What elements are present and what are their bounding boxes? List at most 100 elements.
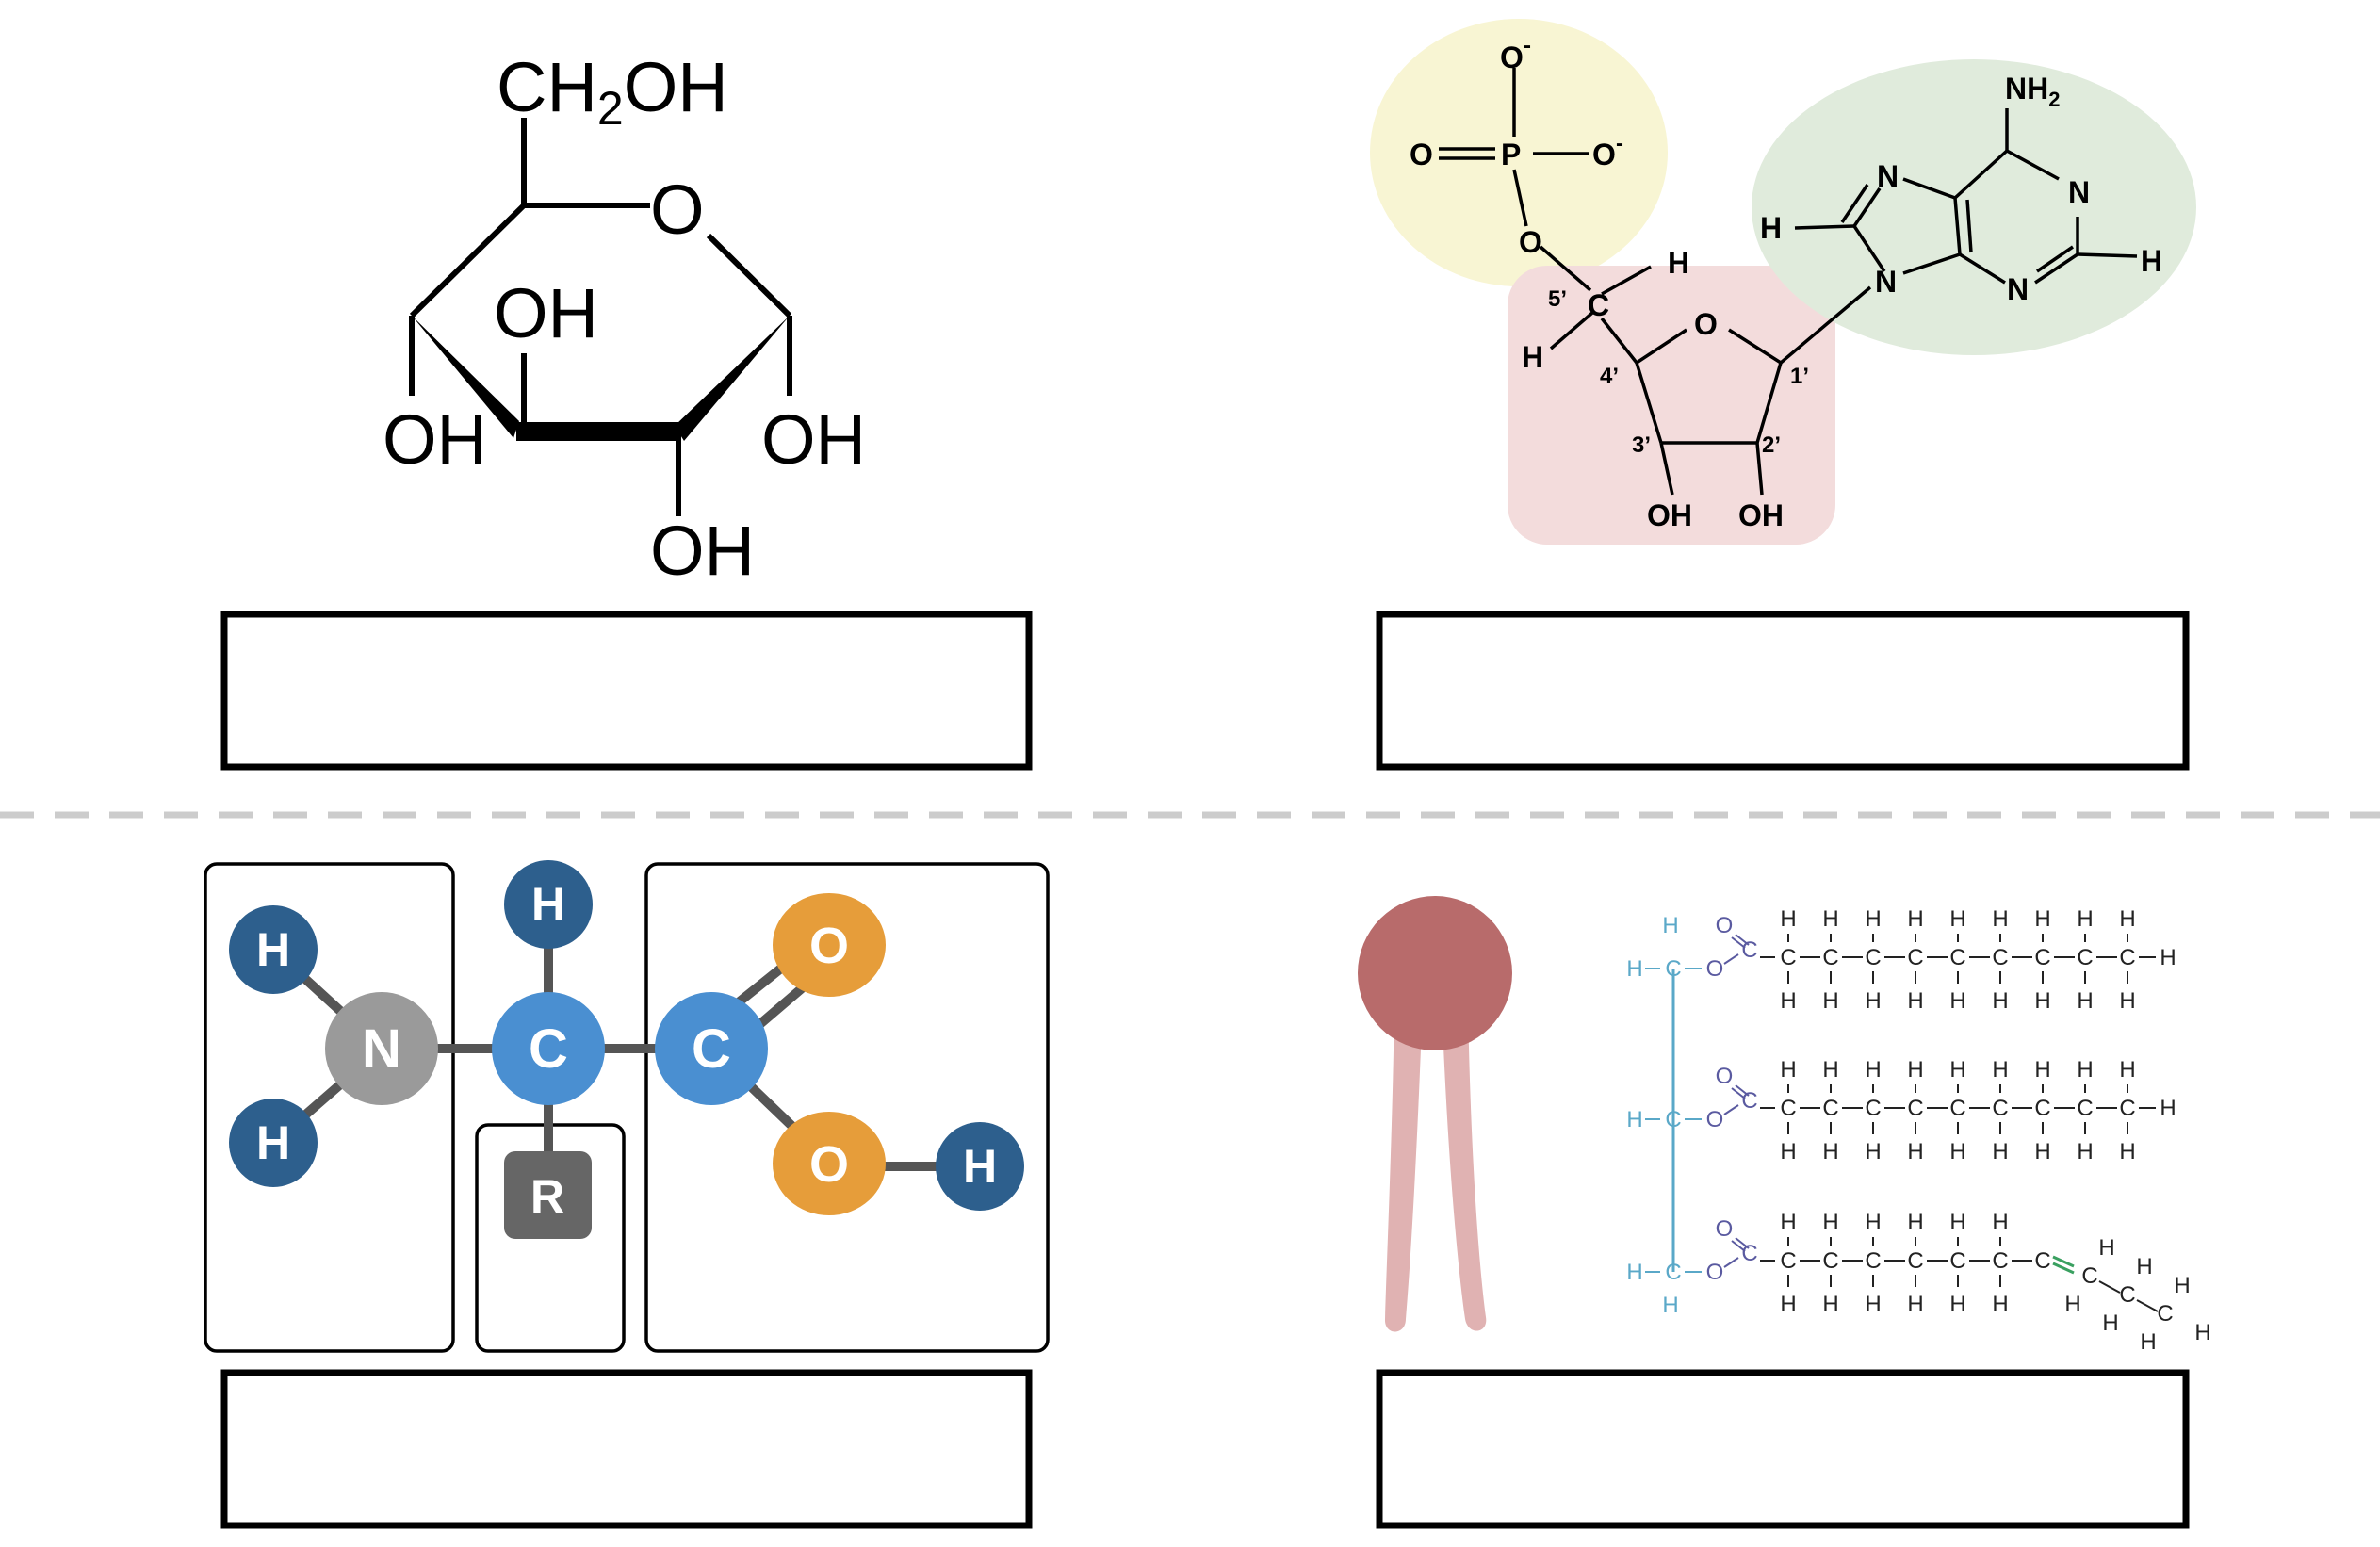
svg-text:5’: 5’ bbox=[1548, 286, 1567, 312]
fatty-acid-h: H bbox=[1865, 1057, 1881, 1083]
answer-box-nucleotide[interactable] bbox=[1376, 611, 2190, 771]
fatty-acid-h: H bbox=[1992, 906, 2008, 932]
fatty-acid-carbon: C bbox=[1907, 1096, 1923, 1121]
fatty-acid-h: H bbox=[1907, 1057, 1923, 1083]
svg-text:N: N bbox=[1875, 265, 1897, 299]
svg-text:H: H bbox=[963, 1140, 997, 1193]
svg-text:H: H bbox=[256, 923, 290, 976]
fatty-acid-h: H bbox=[1992, 1139, 2008, 1164]
bond bbox=[1723, 953, 1739, 965]
svg-text:1’: 1’ bbox=[1790, 364, 1809, 389]
fatty-acid-h: H bbox=[1822, 1139, 1838, 1164]
svg-text:H: H bbox=[531, 878, 565, 931]
phosphate-o-right: O bbox=[1592, 138, 1616, 171]
carbonyl-oxygen: O bbox=[1716, 1064, 1734, 1089]
fatty-acid-h: H bbox=[2034, 906, 2050, 932]
fatty-acid-h: H bbox=[2140, 1329, 2156, 1355]
answer-box-glucose[interactable] bbox=[220, 611, 1033, 771]
nucleotide-structure: O - O P O - O C 5’ H H O 4’ 1’ 3’ 2’ OH … bbox=[1370, 19, 2196, 545]
glycerol-carbon: C bbox=[1665, 1107, 1681, 1132]
ribose-ring-oxygen: O bbox=[1694, 307, 1718, 341]
glucose-ring-oxygen: O bbox=[650, 171, 705, 249]
glycerol-h-bottom: H bbox=[1662, 1293, 1678, 1318]
fatty-acid-carbon: C bbox=[2081, 1263, 2097, 1289]
fatty-acid-h: H bbox=[1865, 988, 1881, 1014]
fatty-acid-h: H bbox=[2034, 1139, 2050, 1164]
svg-text:N: N bbox=[2007, 272, 2029, 306]
fatty-acid-carbon: C bbox=[1780, 945, 1796, 970]
fatty-acid-h: H bbox=[1780, 1057, 1796, 1083]
fatty-acid-h: H bbox=[2119, 1139, 2135, 1164]
fatty-acid-h: H bbox=[2119, 1057, 2135, 1083]
phosphate-o-ester: O bbox=[1519, 225, 1542, 259]
fatty-acid-carbon: C bbox=[2119, 1096, 2135, 1121]
svg-text:C: C bbox=[529, 1018, 568, 1080]
fatty-acid-carbon: C bbox=[1865, 1096, 1881, 1121]
glycerol-h: H bbox=[1626, 1260, 1642, 1285]
svg-text:O: O bbox=[809, 918, 849, 974]
svg-text:3’: 3’ bbox=[1632, 432, 1651, 458]
fatty-acid-carbon: C bbox=[1992, 1248, 2008, 1274]
glycerol-h: H bbox=[1626, 1107, 1642, 1132]
bond bbox=[1735, 934, 1750, 946]
fatty-acid-carbon: C bbox=[2157, 1301, 2173, 1327]
fatty-acid-h: H bbox=[1949, 1210, 1965, 1235]
phosphate-highlight bbox=[1370, 19, 1668, 286]
phospholipid-icon bbox=[1358, 896, 1512, 1332]
glucose-oh-left: OH bbox=[383, 400, 487, 479]
carbonyl-oxygen: O bbox=[1716, 913, 1734, 938]
fatty-acid-h: H bbox=[1780, 988, 1796, 1014]
fatty-acid-carbon: C bbox=[1822, 1248, 1838, 1274]
fatty-acid-carbon: C bbox=[2119, 1282, 2135, 1308]
glycerol-h: H bbox=[1626, 956, 1642, 982]
fatty-acid-carbon: C bbox=[1992, 1096, 2008, 1121]
fatty-acid-carbon: C bbox=[1949, 1096, 1965, 1121]
answer-box-lipid[interactable] bbox=[1376, 1369, 2190, 1529]
fatty-acid-carbon: C bbox=[1992, 945, 2008, 970]
fatty-acid-h: H bbox=[1907, 906, 1923, 932]
svg-text:H: H bbox=[1760, 211, 1782, 245]
fatty-acid-h: H bbox=[1865, 1210, 1881, 1235]
base-highlight bbox=[1752, 59, 2196, 355]
oh-3-prime: OH bbox=[1647, 498, 1692, 532]
fatty-acid-h: H bbox=[1865, 906, 1881, 932]
atom-h-amine-bottom: H bbox=[229, 1099, 318, 1187]
svg-text:R: R bbox=[530, 1170, 564, 1223]
fatty-acid-h: H bbox=[2077, 1057, 2093, 1083]
fatty-acid-h: H bbox=[1822, 906, 1838, 932]
fatty-acid-h: H bbox=[1822, 1057, 1838, 1083]
phosphate-p: P bbox=[1501, 138, 1521, 171]
fatty-acid-h: H bbox=[2098, 1235, 2114, 1261]
fatty-acid-h: H bbox=[1780, 1139, 1796, 1164]
bond bbox=[1723, 1257, 1739, 1268]
atom-h-amine-top: H bbox=[229, 905, 318, 994]
bond bbox=[2136, 1299, 2159, 1312]
svg-text:H: H bbox=[2141, 244, 2162, 278]
amino-group-box bbox=[204, 862, 455, 1353]
carbonyl-carbon: C bbox=[1741, 937, 1757, 963]
fatty-acid-h: H bbox=[1907, 988, 1923, 1014]
glycerol-h-top: H bbox=[1662, 913, 1678, 938]
atom-c-carboxyl: C bbox=[655, 992, 768, 1105]
fatty-acid-h: H bbox=[1907, 1210, 1923, 1235]
bond bbox=[1731, 1240, 1746, 1252]
fatty-acid-h: H bbox=[1865, 1292, 1881, 1317]
atom-h-hydroxyl: H bbox=[936, 1122, 1024, 1211]
svg-text:H: H bbox=[1522, 340, 1543, 374]
fatty-acid-carbon: C bbox=[1780, 1096, 1796, 1121]
svg-text:CH2OH: CH2OH bbox=[497, 48, 728, 135]
fatty-acid-carbon: C bbox=[1949, 1248, 1965, 1274]
sugar-highlight bbox=[1508, 266, 1835, 545]
glucose-oh-inner: OH bbox=[494, 274, 598, 352]
fatty-acid-h: H bbox=[2119, 988, 2135, 1014]
atom-h-top: H bbox=[504, 860, 593, 949]
fatty-acid-carbon: C bbox=[1865, 1248, 1881, 1274]
atom-o-hydroxyl: O bbox=[773, 1112, 886, 1215]
fatty-acid-h: H bbox=[1949, 1292, 1965, 1317]
fatty-acid-h: H bbox=[2077, 988, 2093, 1014]
answer-box-amino-acid[interactable] bbox=[220, 1369, 1033, 1529]
fatty-acid-carbon: C bbox=[1907, 1248, 1923, 1274]
fatty-acid-h: H bbox=[1865, 1139, 1881, 1164]
